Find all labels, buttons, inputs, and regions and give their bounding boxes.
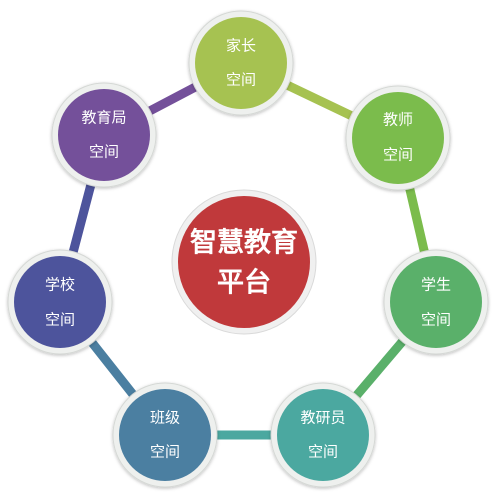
node-education-bureau-space: 教育局 空间	[51, 82, 157, 188]
node-label-line2: 空间	[226, 71, 256, 89]
node-circle	[352, 92, 444, 184]
node-circle	[14, 256, 106, 348]
node-label-line2: 空间	[45, 311, 75, 329]
node-circle	[58, 89, 150, 181]
node-label-line1: 教研员	[300, 409, 345, 427]
node-circle	[277, 389, 369, 481]
node-class-space: 班级 空间	[112, 382, 218, 488]
node-label-line1: 学校	[45, 276, 75, 294]
node-label-line2: 空间	[150, 443, 180, 461]
center-title-line2: 平台	[217, 267, 271, 299]
node-researcher-space: 教研员 空间	[270, 382, 376, 488]
node-label-line1: 教育局	[81, 109, 126, 127]
node-label-line2: 空间	[383, 146, 413, 164]
node-label-line1: 学生	[421, 276, 451, 294]
node-label-line1: 家长	[226, 37, 256, 55]
node-label-line2: 空间	[308, 443, 338, 461]
node-label-line1: 教师	[383, 111, 413, 129]
node-school-space: 学校 空间	[7, 249, 113, 355]
node-parent-space: 家长 空间	[188, 10, 294, 116]
node-circle	[390, 256, 482, 348]
center-title-line1: 智慧教育	[190, 227, 298, 259]
center-platform: 智慧教育 平台	[171, 189, 317, 335]
node-teacher-space: 教师 空间	[345, 85, 451, 191]
node-circle	[195, 17, 287, 109]
node-label-line1: 班级	[150, 409, 180, 427]
center-circle-fill	[178, 196, 310, 328]
node-circle	[119, 389, 211, 481]
node-student-space: 学生 空间	[383, 249, 489, 355]
node-label-line2: 空间	[421, 311, 451, 329]
node-label-line2: 空间	[89, 143, 119, 161]
